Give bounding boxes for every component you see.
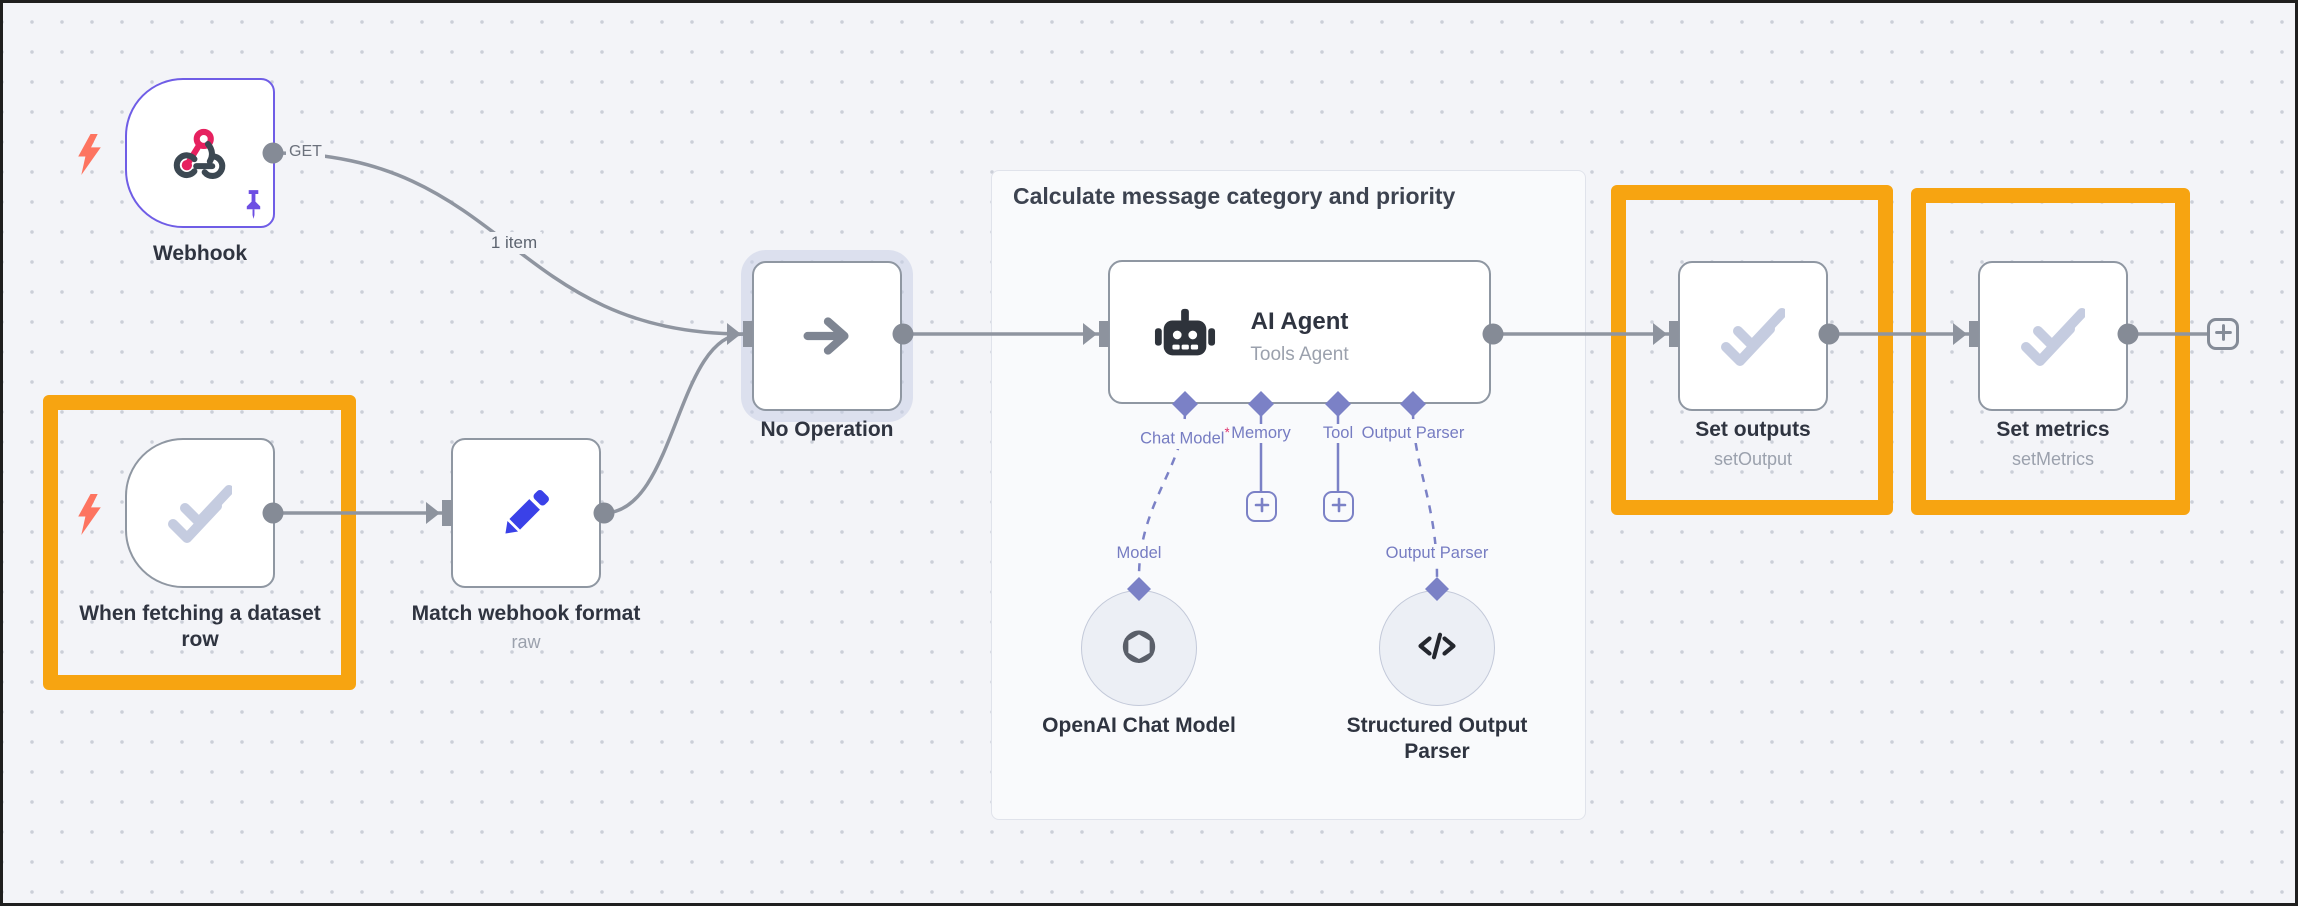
- highlight-set-metrics: [1911, 188, 2190, 515]
- lightning-icon: [75, 134, 104, 180]
- code-icon: [1413, 622, 1461, 675]
- node-no-operation[interactable]: [752, 261, 902, 411]
- node-label-set-metrics: Set metrics: [1996, 418, 2110, 441]
- double-check-icon: [127, 440, 273, 586]
- pencil-icon: [453, 440, 599, 586]
- add-tool-button[interactable]: [1323, 491, 1354, 522]
- node-openai-chat-model[interactable]: [1081, 590, 1197, 706]
- arrow-right-icon: [754, 263, 900, 409]
- input-port-match-format: [426, 500, 452, 526]
- double-check-icon: [1680, 263, 1826, 409]
- add-memory-button[interactable]: [1246, 491, 1277, 522]
- webhook-icon: [127, 80, 273, 226]
- node-match-webhook-format[interactable]: [451, 438, 601, 588]
- node-label-openai-chat-model: OpenAI Chat Model: [1042, 714, 1236, 737]
- openai-icon: [1116, 623, 1162, 674]
- node-label-no-operation: No Operation: [760, 418, 894, 441]
- node-label-structured-output-parser: Structured Output Parser: [1346, 714, 1528, 764]
- highlight-dataset-trigger: [43, 395, 356, 690]
- webhook-port-label: GET: [286, 143, 325, 161]
- node-ai-agent[interactable]: AI Agent Tools Agent: [1108, 260, 1491, 404]
- pin-icon: [242, 189, 265, 225]
- node-set-outputs[interactable]: [1678, 261, 1828, 411]
- highlight-set-outputs: [1611, 185, 1893, 515]
- node-set-metrics[interactable]: [1978, 261, 2128, 411]
- node-subtitle-match-webhook-format: raw: [511, 632, 541, 652]
- edge-items-label: 1 item: [485, 232, 543, 254]
- double-check-icon: [1980, 263, 2126, 409]
- node-structured-output-parser[interactable]: [1379, 590, 1495, 706]
- ai-connector-label-tool: Tool: [1320, 424, 1356, 443]
- sub-port-label-output-parser: Output Parser: [1383, 544, 1491, 563]
- add-node-button[interactable]: [2207, 318, 2239, 350]
- plus-icon: [2214, 324, 2232, 344]
- sub-port-label-model: Model: [1114, 544, 1164, 563]
- robot-icon: [1154, 303, 1216, 370]
- group-title: Calculate message category and priority: [1013, 183, 1456, 209]
- node-subtitle-set-outputs: setOutput: [1713, 449, 1793, 469]
- ai-connector-label-memory: Memory: [1229, 424, 1293, 443]
- node-subtitle-ai-agent: Tools Agent: [1250, 344, 1349, 365]
- node-dataset-trigger[interactable]: [125, 438, 275, 588]
- node-label-match-webhook-format: Match webhook format: [411, 602, 641, 625]
- node-label-set-outputs: Set outputs: [1695, 418, 1811, 441]
- node-title-ai-agent: AI Agent: [1250, 308, 1349, 335]
- node-label-webhook: Webhook: [152, 242, 248, 265]
- node-webhook[interactable]: [125, 78, 275, 228]
- lightning-icon: [75, 494, 104, 540]
- ai-connector-label-output-parser: Output Parser: [1359, 424, 1467, 443]
- required-marker: *: [1224, 424, 1230, 440]
- input-port-no-operation: [727, 321, 753, 347]
- node-label-dataset-trigger: When fetching a dataset row: [79, 602, 321, 652]
- ai-connector-label-chat-model: Chat Model*: [1138, 424, 1232, 449]
- plus-icon: [1254, 497, 1270, 516]
- node-subtitle-set-metrics: setMetrics: [2011, 449, 2094, 469]
- plus-icon: [1331, 497, 1347, 516]
